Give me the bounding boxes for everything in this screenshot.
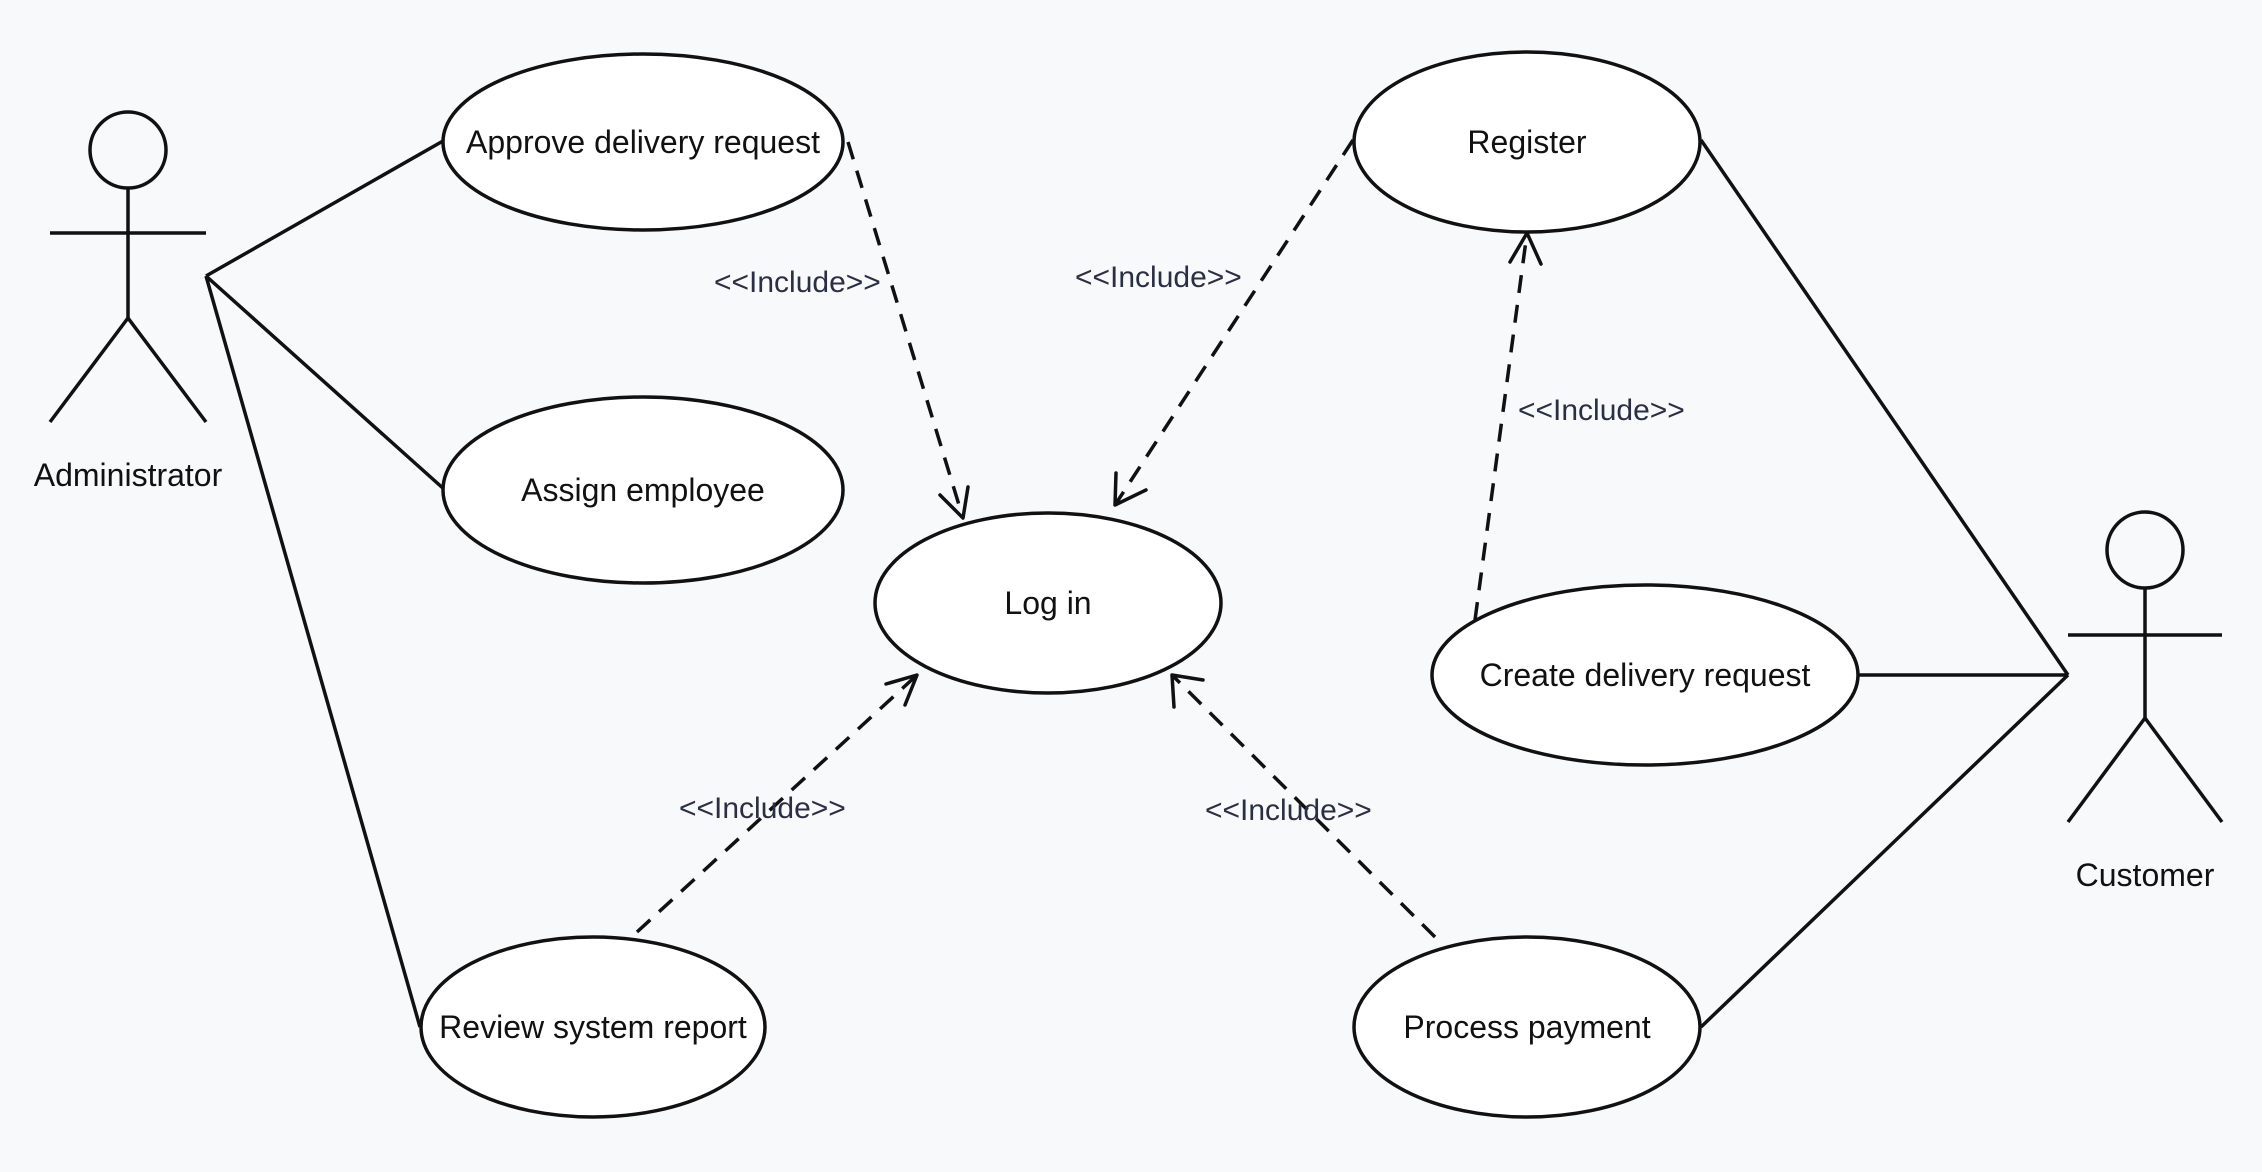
actor-label: Customer [2076, 857, 2215, 893]
use-case-label: Assign employee [521, 472, 765, 508]
stick-figure-icon [2066, 510, 2224, 824]
actor-administrator[interactable]: Administrator [34, 110, 223, 493]
include-label-create-register: <<Include>> [1518, 394, 1685, 427]
arrowhead [1170, 673, 1205, 709]
use-case-assign-employee[interactable]: Assign employee [441, 395, 845, 585]
actor-label: Administrator [34, 457, 223, 493]
association-administrator-assign [204, 274, 447, 492]
arrowhead [1113, 471, 1148, 507]
associations [204, 139, 2070, 1029]
use-case-review-system-report[interactable]: Review system report [419, 935, 767, 1119]
use-case-process-payment[interactable]: Process payment [1352, 935, 1702, 1119]
include-payment-login [1170, 673, 1437, 939]
association-administrator-approve [205, 139, 444, 278]
include-label-payment-login: <<Include>> [1205, 794, 1372, 827]
association-customer-register [1699, 139, 2070, 676]
include-register-login [1113, 139, 1355, 507]
use-case-register[interactable]: Register [1352, 50, 1702, 234]
include-review-login [635, 673, 919, 934]
include-approve-login [846, 141, 970, 520]
stick-figure-icon [48, 110, 208, 424]
use-case-approve-delivery-request[interactable]: Approve delivery request [441, 52, 845, 232]
use-case-label: Register [1467, 124, 1587, 160]
association-administrator-review [204, 275, 422, 1028]
use-case-log-in[interactable]: Log in [873, 511, 1223, 695]
actor-customer[interactable]: Customer [2066, 510, 2224, 893]
include-label-approve-login: <<Include>> [714, 266, 881, 299]
use-case-label: Log in [1004, 585, 1091, 621]
use-case-label: Process payment [1403, 1009, 1650, 1045]
use-case-label: Create delivery request [1480, 657, 1811, 693]
use-case-label: Review system report [439, 1009, 747, 1045]
use-case-create-delivery-request[interactable]: Create delivery request [1430, 583, 1860, 767]
include-labels: <<Include>> <<Include>> <<Include>> <<In… [679, 261, 1685, 827]
include-label-register-login: <<Include>> [1075, 261, 1242, 294]
include-label-review-login: <<Include>> [679, 792, 846, 825]
include-relationships [635, 139, 1543, 939]
use-case-label: Approve delivery request [466, 124, 820, 160]
association-customer-payment [1699, 673, 2070, 1029]
use-cases: Approve delivery request Assign employee… [419, 50, 1860, 1119]
arrowhead [884, 673, 919, 707]
arrowhead [938, 485, 970, 520]
